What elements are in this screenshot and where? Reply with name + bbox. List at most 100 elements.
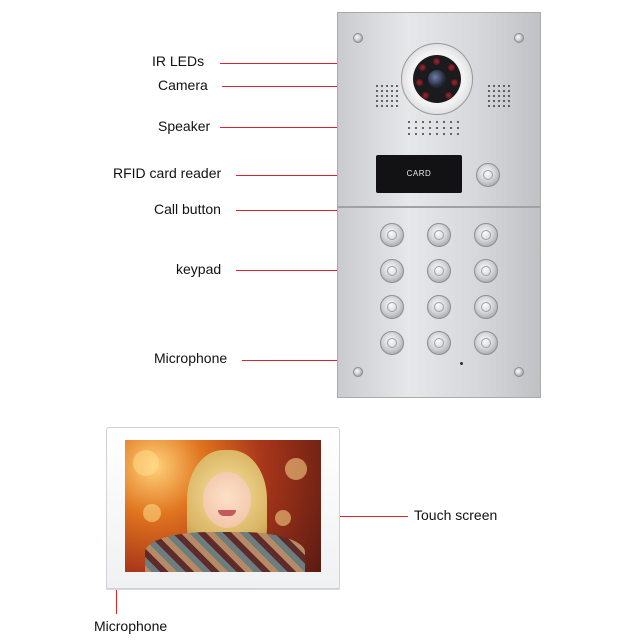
speaker-hole <box>493 100 495 102</box>
speaker-hole <box>396 105 398 107</box>
speaker-hole <box>443 133 445 135</box>
label-rfid-card-reader: RFID card reader <box>113 165 222 181</box>
ir-led-icon <box>419 64 426 71</box>
touch-screen[interactable] <box>125 440 321 572</box>
label-microphone-station: Microphone <box>154 350 228 366</box>
speaker-hole <box>503 105 505 107</box>
ir-led-icon <box>422 92 429 99</box>
speaker-hole <box>450 121 452 123</box>
keypad-button[interactable] <box>427 259 451 283</box>
label-speaker: Speaker <box>158 118 211 134</box>
keypad-button[interactable] <box>380 331 404 355</box>
speaker-hole <box>381 85 383 87</box>
ir-led-icon <box>451 79 458 86</box>
screw-icon <box>514 367 524 377</box>
label-touch-screen: Touch screen <box>414 507 498 523</box>
keypad-button[interactable] <box>380 223 404 247</box>
ir-led-icon <box>448 64 455 71</box>
keypad-button[interactable] <box>427 223 451 247</box>
label-camera: Camera <box>158 77 208 93</box>
speaker-hole <box>503 100 505 102</box>
label-call-button: Call button <box>154 201 221 217</box>
speaker-hole <box>488 100 490 102</box>
speaker-hole <box>408 133 410 135</box>
speaker-hole <box>457 133 459 135</box>
screw-icon <box>514 33 524 43</box>
speaker-hole <box>396 95 398 97</box>
keypad-button[interactable] <box>474 223 498 247</box>
keypad-button[interactable] <box>427 331 451 355</box>
speaker-hole <box>450 127 452 129</box>
speaker-hole <box>376 90 378 92</box>
speaker-hole <box>391 85 393 87</box>
bokeh-light <box>133 450 159 476</box>
speaker-hole <box>508 90 510 92</box>
speaker-hole <box>493 105 495 107</box>
speaker-hole <box>429 127 431 129</box>
speaker-hole <box>508 105 510 107</box>
ir-led-icon <box>433 58 440 65</box>
speaker-hole <box>391 105 393 107</box>
speaker-hole <box>498 105 500 107</box>
screw-icon <box>353 33 363 43</box>
speaker-hole <box>396 100 398 102</box>
speaker-hole <box>391 90 393 92</box>
callout-line-camera <box>222 86 436 87</box>
speaker-hole <box>508 100 510 102</box>
bokeh-light <box>275 510 291 526</box>
speaker-hole <box>381 90 383 92</box>
speaker-hole <box>436 121 438 123</box>
speaker-hole <box>386 85 388 87</box>
speaker-hole <box>376 85 378 87</box>
speaker-hole <box>376 105 378 107</box>
speaker-hole <box>508 85 510 87</box>
speaker-hole <box>415 133 417 135</box>
keypad-button[interactable] <box>474 259 498 283</box>
keypad-button[interactable] <box>474 295 498 319</box>
speaker-hole <box>508 95 510 97</box>
speaker-hole <box>429 133 431 135</box>
portrait-smile <box>218 510 236 516</box>
speaker-hole <box>503 90 505 92</box>
speaker-hole <box>498 90 500 92</box>
keypad-button[interactable] <box>474 331 498 355</box>
portrait-face <box>203 472 251 528</box>
keypad <box>338 13 542 399</box>
speaker-hole <box>443 121 445 123</box>
keypad-button[interactable] <box>427 295 451 319</box>
speaker-hole <box>386 95 388 97</box>
speaker-hole <box>488 85 490 87</box>
bokeh-light <box>143 504 161 522</box>
callout-line-rfid <box>236 175 410 176</box>
door-station-panel: CARD <box>337 12 541 398</box>
speaker-hole <box>498 85 500 87</box>
label-keypad: keypad <box>176 261 222 277</box>
rfid-card-reader[interactable]: CARD <box>376 155 462 193</box>
ir-led-icon <box>445 92 452 99</box>
camera-face <box>413 55 461 103</box>
speaker-hole <box>391 95 393 97</box>
speaker-hole <box>381 100 383 102</box>
speaker-hole <box>498 95 500 97</box>
keypad-button[interactable] <box>380 295 404 319</box>
speaker-hole <box>381 105 383 107</box>
callout-line-ir-leds <box>220 63 418 64</box>
portrait-scarf <box>145 532 305 572</box>
speaker-hole <box>436 127 438 129</box>
speaker-hole <box>386 90 388 92</box>
speaker-hole <box>386 105 388 107</box>
callout-line-touch-screen <box>312 516 408 517</box>
speaker-hole <box>391 100 393 102</box>
speaker-hole <box>408 121 410 123</box>
speaker-hole <box>396 85 398 87</box>
speaker-hole <box>408 127 410 129</box>
call-button[interactable] <box>476 163 500 187</box>
speaker-hole <box>386 100 388 102</box>
keypad-button[interactable] <box>380 259 404 283</box>
speaker-hole <box>376 100 378 102</box>
speaker-hole <box>396 90 398 92</box>
screw-icon <box>353 367 363 377</box>
speaker-hole <box>457 127 459 129</box>
speaker-hole <box>429 121 431 123</box>
speaker-hole <box>503 85 505 87</box>
